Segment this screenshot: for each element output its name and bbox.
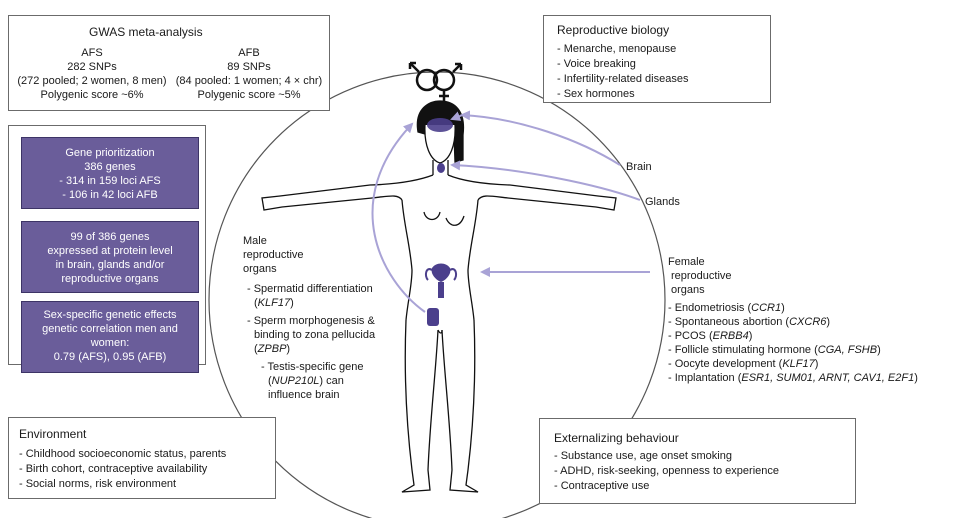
protein-expression-panel: 99 of 386 genes expressed at protein lev… xyxy=(21,221,199,293)
male-item-2-gene: (ZPBP) xyxy=(254,343,291,355)
female-item: - Endometriosis (CCR1) xyxy=(668,302,785,314)
afs-snps: 282 SNPs xyxy=(67,61,117,73)
environment-title: Environment xyxy=(19,427,87,441)
brain-organ xyxy=(427,118,453,132)
gwas-box: GWAS meta-analysis AFS 282 SNPs (272 poo… xyxy=(8,15,330,111)
arrow-male-to-brain xyxy=(371,122,426,313)
panel-line: expressed at protein level xyxy=(47,245,173,257)
male-item-1-gene: (KLF17) xyxy=(254,297,294,309)
arrow-glands-label xyxy=(450,160,641,201)
female-organs-block: Female reproductive organs - Endometrios… xyxy=(668,255,954,385)
female-heading: organs xyxy=(671,284,705,296)
brain-label: Brain xyxy=(626,161,652,173)
panel-line: Sex-specific genetic effects xyxy=(43,309,177,321)
gene-count: 386 genes xyxy=(84,161,136,173)
glands-label: Glands xyxy=(645,196,680,208)
afs-pooled: (272 pooled; 2 women, 8 men) xyxy=(17,75,167,87)
afb-loci: - 106 in 42 loci AFB xyxy=(62,189,158,201)
list-item: - Birth cohort, contraceptive availabili… xyxy=(19,463,208,475)
afs-loci: - 314 in 159 loci AFS xyxy=(59,175,161,187)
afs-score: Polygenic score ~6% xyxy=(40,89,144,101)
male-heading: organs xyxy=(243,263,277,275)
male-heading: Male xyxy=(243,235,267,247)
list-item: - Childhood socioeconomic status, parent… xyxy=(19,448,227,460)
male-item-2: - Sperm morphogenesis & xyxy=(247,315,375,327)
gland-organ xyxy=(437,163,445,173)
male-item-2b: binding to zona pellucida xyxy=(254,329,376,341)
female-heading: reproductive xyxy=(671,270,732,282)
female-item: - PCOS (ERBB4) xyxy=(668,330,753,342)
male-item-3: - Testis-specific gene xyxy=(261,361,364,373)
panel-line: genetic correlation men and xyxy=(42,323,178,335)
male-item-3b: influence brain xyxy=(268,389,340,401)
female-item: - Spontaneous abortion (CXCR6) xyxy=(668,316,831,328)
externalizing-box: Externalizing behaviour - Substance use,… xyxy=(539,418,856,504)
male-organ xyxy=(427,308,439,326)
female-item: - Implantation (ESR1, SUM01, ARNT, CAV1,… xyxy=(668,372,918,384)
panel-line: in brain, glands and/or xyxy=(55,259,165,271)
afb-snps: 89 SNPs xyxy=(227,61,271,73)
panel-line: women: xyxy=(90,337,130,349)
panel-line: 99 of 386 genes xyxy=(70,231,150,243)
list-item: - Social norms, risk environment xyxy=(19,478,177,490)
list-item: - ADHD, risk-seeking, openness to experi… xyxy=(554,465,779,477)
female-item: - Follicle stimulating hormone (CGA, FSH… xyxy=(668,344,881,356)
list-item: - Contraceptive use xyxy=(554,480,650,492)
female-item: - Oocyte development (KLF17) xyxy=(668,358,819,370)
afb-label: AFB xyxy=(238,47,260,59)
arrow-brain-label xyxy=(460,110,621,166)
list-item: - Voice breaking xyxy=(557,58,636,70)
list-item: - Sex hormones xyxy=(557,88,635,100)
female-organ xyxy=(424,263,458,298)
gene-prioritization-title: Gene prioritization xyxy=(65,147,155,159)
sex-specific-panel: Sex-specific genetic effects genetic cor… xyxy=(21,301,199,373)
male-item-3-gene: (NUP210L) can xyxy=(268,375,344,387)
panel-line: reproductive organs xyxy=(61,273,159,285)
list-item: - Substance use, age onset smoking xyxy=(554,450,732,462)
list-item: - Menarche, menopause xyxy=(557,43,677,55)
female-heading: Female xyxy=(668,256,705,268)
afb-pooled: (84 pooled: 1 women; 4 × chr) xyxy=(175,75,323,87)
sex-symbols-icon xyxy=(408,61,463,101)
afb-block: AFB 89 SNPs (84 pooled: 1 women; 4 × chr… xyxy=(174,46,324,102)
afs-block: AFS 282 SNPs (272 pooled; 2 women, 8 men… xyxy=(17,46,167,102)
panel-line: 0.79 (AFS), 0.95 (AFB) xyxy=(53,351,167,363)
externalizing-title: Externalizing behaviour xyxy=(554,431,679,445)
gwas-title: GWAS meta-analysis xyxy=(89,25,203,39)
reproductive-biology-title: Reproductive biology xyxy=(557,23,670,37)
male-heading: reproductive xyxy=(243,249,304,261)
environment-box: Environment - Childhood socioeconomic st… xyxy=(8,417,276,499)
afs-label: AFS xyxy=(81,47,103,59)
gene-prioritization-panel: Gene prioritization 386 genes - 314 in 1… xyxy=(21,137,199,209)
male-item-1: - Spermatid differentiation xyxy=(247,283,373,295)
male-organs-block: Male reproductive organs - Spermatid dif… xyxy=(243,234,413,402)
afb-score: Polygenic score ~5% xyxy=(197,89,301,101)
list-item: - Infertility-related diseases xyxy=(557,73,689,85)
reproductive-biology-box: Reproductive biology - Menarche, menopau… xyxy=(543,15,771,103)
